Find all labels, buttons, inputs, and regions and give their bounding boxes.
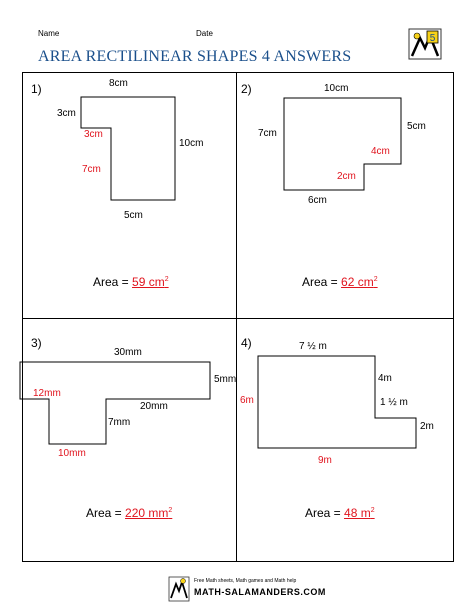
grid-divider-horizontal	[22, 318, 454, 319]
problem-2-bottom-label: 6cm	[308, 195, 327, 206]
problem-1-answer-prefix: Area =	[93, 275, 133, 289]
problem-3-bottom-label: 10mm	[58, 448, 86, 459]
shape-1	[80, 96, 176, 201]
shape-2	[283, 97, 402, 191]
problem-2-answer-sup: 2	[373, 276, 378, 283]
problem-3-top-label: 30mm	[114, 347, 142, 358]
problem-3-right-label: 5mm	[214, 374, 237, 385]
problem-1-bottom-label: 5cm	[124, 210, 143, 221]
problem-3-answer: Area = 220 mm2	[86, 506, 172, 520]
problem-1-number: 1)	[31, 82, 42, 96]
problem-2-right-label: 5cm	[407, 121, 426, 132]
problem-2-number: 2)	[241, 82, 252, 96]
date-label: Date	[196, 29, 213, 38]
problem-1-answer-value: 59 cm	[132, 275, 165, 289]
footer-salamander-icon	[168, 576, 190, 602]
problem-1-right-label: 10cm	[179, 138, 204, 149]
problem-3-number: 3)	[31, 336, 42, 350]
footer-brand-text: MATH-SALAMANDERS.COM	[194, 587, 326, 597]
problem-4-answer-prefix: Area =	[305, 506, 345, 520]
problem-4-bottom-label: 9m	[318, 455, 332, 466]
problem-1-answer-sup: 2	[164, 276, 169, 283]
problem-3-answer-value: 220 mm	[125, 506, 169, 520]
problem-4-answer: Area = 48 m2	[305, 506, 375, 520]
problem-grid	[22, 72, 454, 562]
problem-4-answer-value: 48 m	[344, 506, 371, 520]
problem-4-top-label: 7 ½ m	[299, 341, 327, 352]
problem-1-top-label: 8cm	[109, 78, 128, 89]
name-label: Name	[38, 29, 60, 38]
logo-number: 5	[430, 33, 436, 44]
footer-brand-block: Free Math sheets, Math games and Math he…	[168, 574, 325, 604]
shape-3	[19, 361, 211, 445]
grid-divider-vertical	[236, 72, 237, 562]
problem-4-answer-sup: 2	[370, 507, 375, 514]
problem-3-answer-sup: 2	[168, 507, 173, 514]
problem-4-right-upper-label: 4m	[378, 373, 392, 384]
problem-4-right-lower-label: 2m	[420, 421, 434, 432]
problem-1-answer: Area = 59 cm2	[93, 275, 169, 289]
problem-4-step-horizontal-label: 1 ½ m	[380, 397, 408, 408]
problem-4-number: 4)	[241, 336, 252, 350]
problem-4-left-label: 6m	[240, 395, 254, 406]
problem-1-left-label: 3cm	[57, 108, 76, 119]
problem-1-notch-horizontal-label: 3cm	[84, 129, 103, 140]
page-title: AREA RECTILINEAR SHAPES 4 ANSWERS	[38, 48, 352, 65]
footer-tagline: Free Math sheets, Math games and Math he…	[194, 578, 297, 584]
problem-2-answer: Area = 62 cm2	[302, 275, 378, 289]
problem-2-answer-prefix: Area =	[302, 275, 342, 289]
problem-3-left-label: 12mm	[33, 388, 61, 399]
problem-3-mid-label: 20mm	[140, 401, 168, 412]
problem-2-answer-value: 62 cm	[341, 275, 374, 289]
problem-2-step-vertical-label: 4cm	[371, 146, 390, 157]
problem-2-top-label: 10cm	[324, 83, 349, 94]
problem-1-notch-vertical-label: 7cm	[82, 164, 101, 175]
problem-2-left-label: 7cm	[258, 128, 277, 139]
shape-4	[257, 355, 417, 449]
problem-3-answer-prefix: Area =	[86, 506, 126, 520]
salamander-logo: 5	[408, 28, 442, 60]
problem-2-step-horizontal-label: 2cm	[337, 171, 356, 182]
problem-3-inner-vertical-label: 7mm	[108, 417, 131, 428]
